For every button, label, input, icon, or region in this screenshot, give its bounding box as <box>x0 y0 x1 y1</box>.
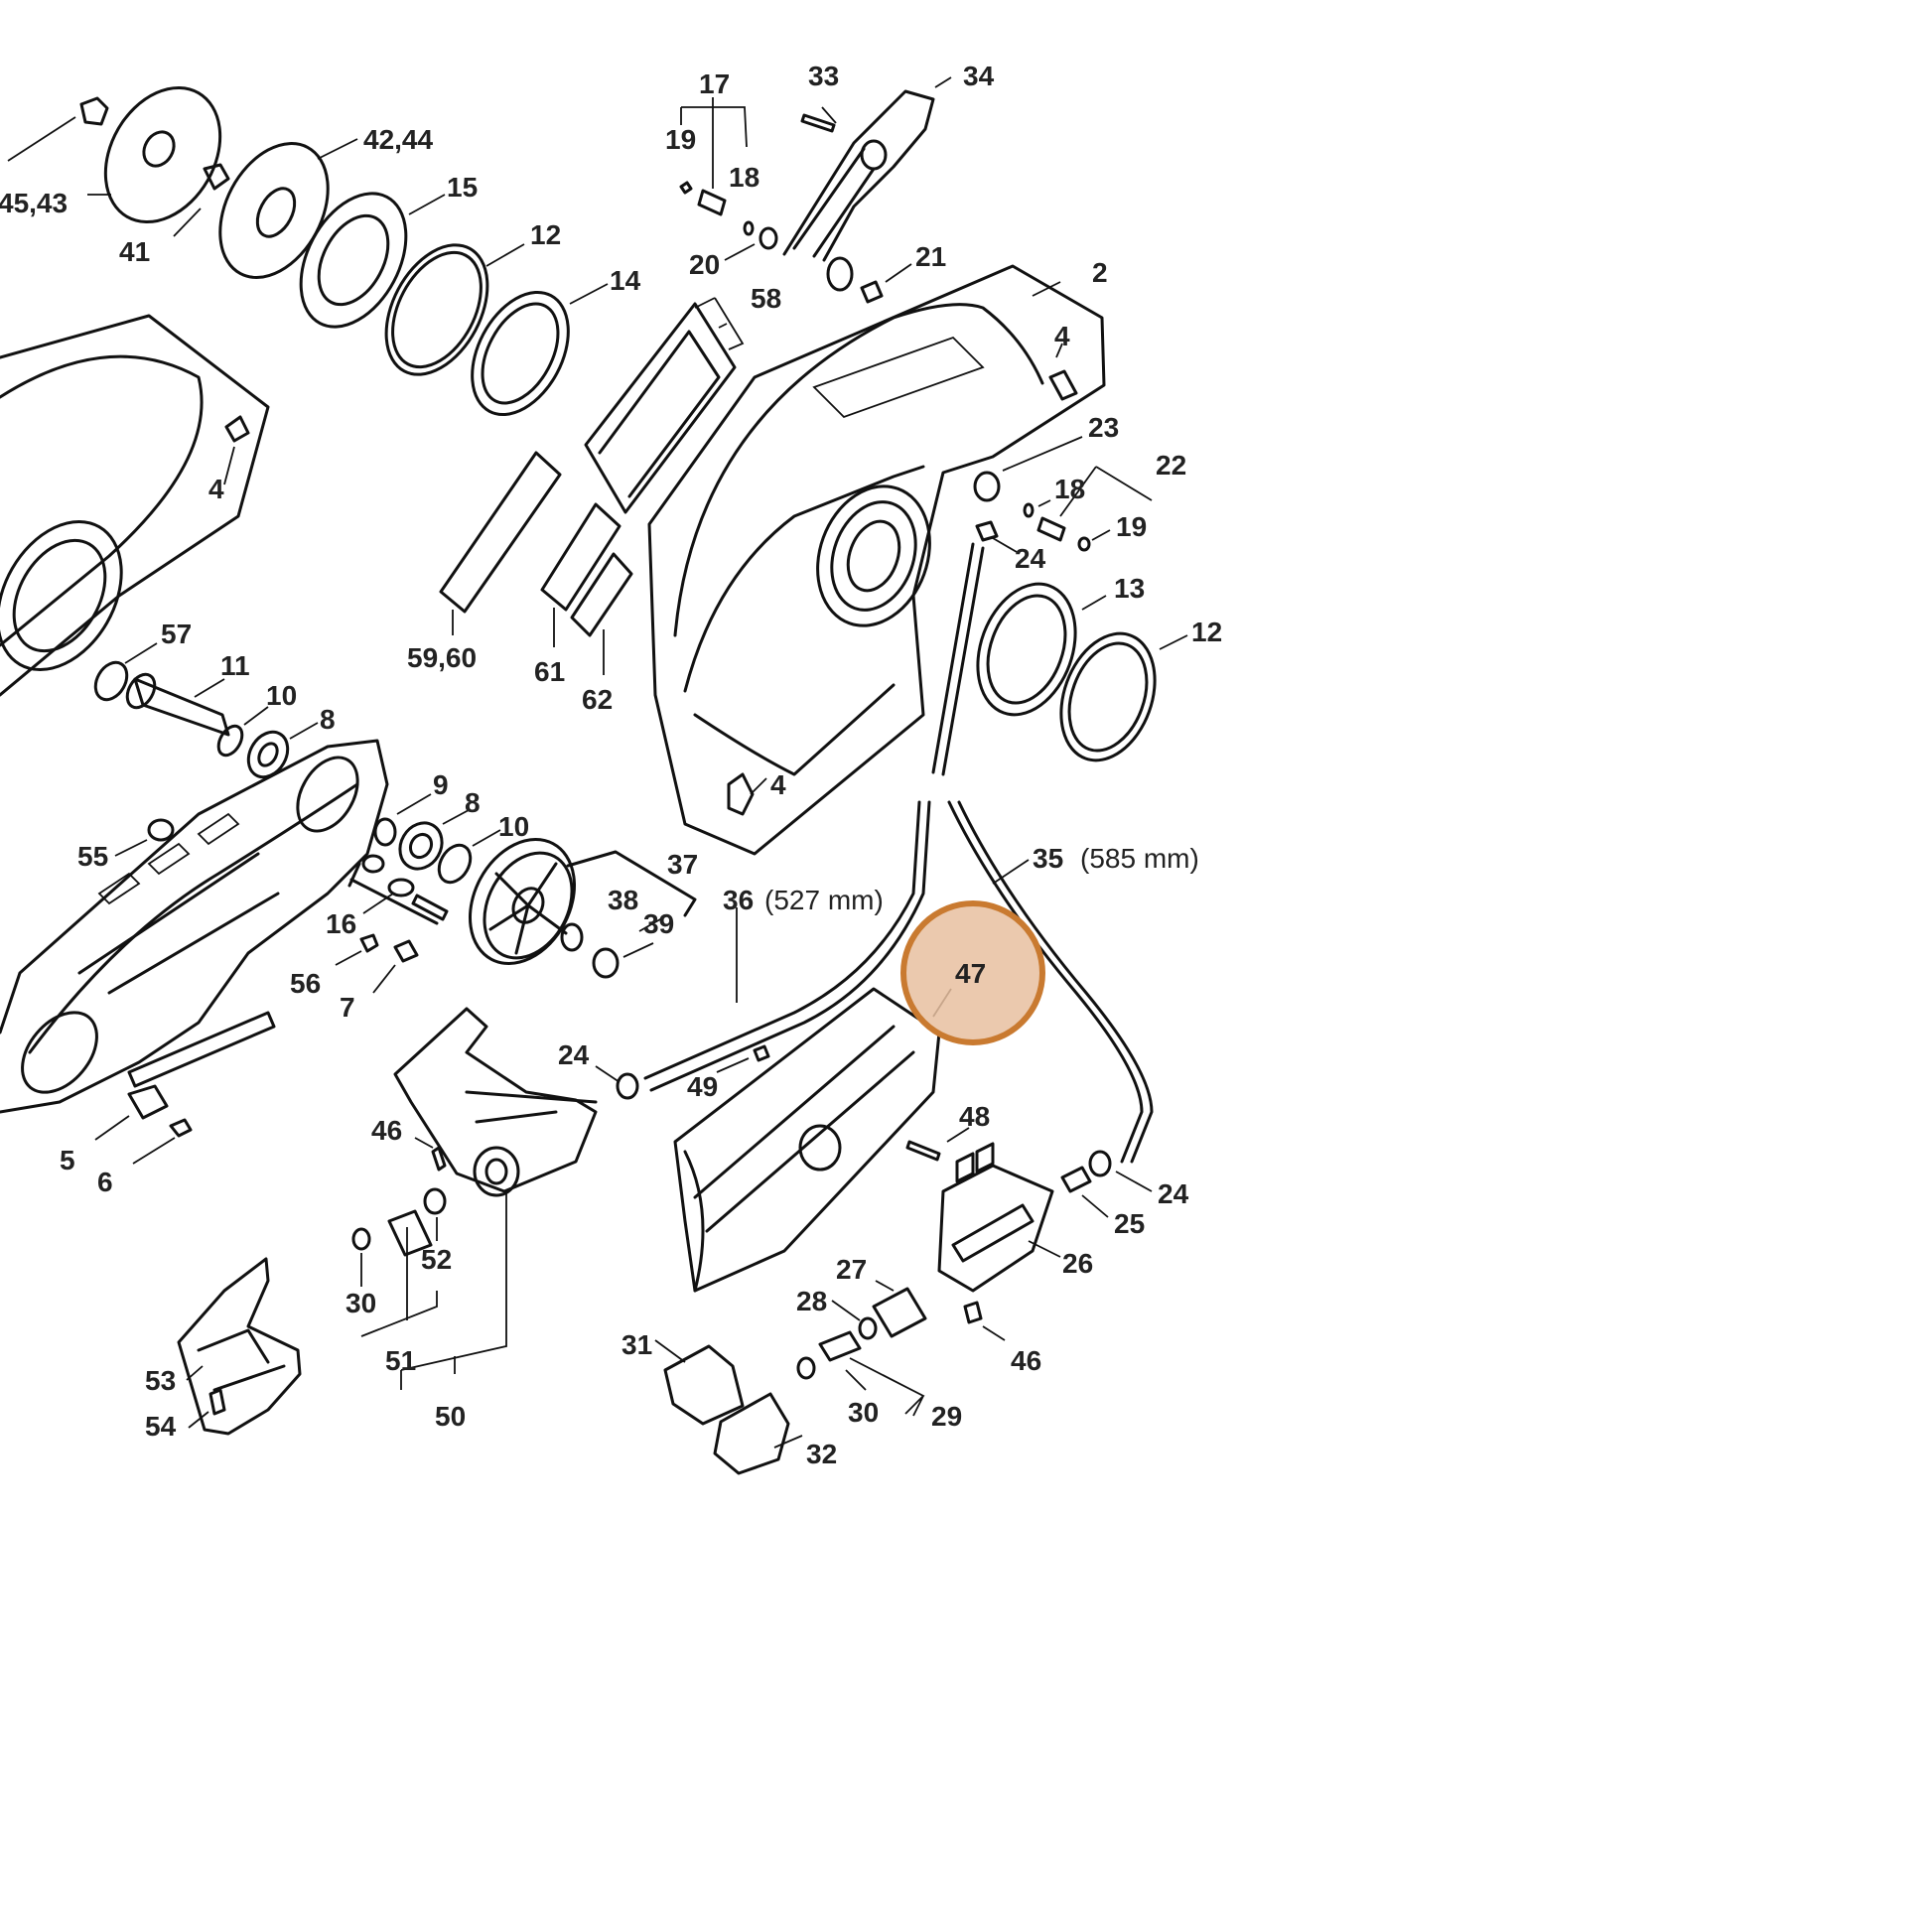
label-59-60: 59,60 <box>407 642 477 673</box>
label-21: 21 <box>915 241 946 272</box>
label-27: 27 <box>836 1254 867 1285</box>
label-9: 9 <box>433 769 449 800</box>
label-53: 53 <box>145 1365 176 1396</box>
label-4: 4 <box>208 474 224 504</box>
label-35-length: (585 mm) <box>1080 843 1199 874</box>
flange-assembly <box>7 85 609 417</box>
label-38: 38 <box>608 885 638 915</box>
label-42-44: 42,44 <box>363 124 433 155</box>
label-18: 18 <box>729 162 759 193</box>
label-45-43: 45,43 <box>0 188 68 218</box>
main-cover <box>0 739 389 1114</box>
label-26: 26 <box>1062 1248 1093 1279</box>
label-47: 47 <box>955 958 986 989</box>
label-10-b: 10 <box>498 811 529 842</box>
pump-housing <box>351 1007 598 1390</box>
label-29: 29 <box>931 1401 962 1432</box>
label-52: 52 <box>421 1244 452 1275</box>
label-19-b: 19 <box>1116 511 1147 542</box>
label-36: 36 <box>723 885 754 915</box>
label-23: 23 <box>1088 412 1119 443</box>
highlight-circle[interactable] <box>900 900 1045 1045</box>
valve-parts <box>905 1127 1109 1341</box>
blade-guard <box>647 264 1106 856</box>
label-49: 49 <box>687 1071 718 1102</box>
pulley-assembly <box>468 838 697 979</box>
label-12-b: 12 <box>1191 617 1222 647</box>
tension-arm <box>679 76 952 304</box>
label-7: 7 <box>340 992 355 1023</box>
shaft-assembly <box>93 642 319 779</box>
label-35: 35 <box>1033 843 1063 874</box>
label-39: 39 <box>643 908 674 939</box>
label-57: 57 <box>161 619 192 649</box>
label-62: 62 <box>582 684 613 715</box>
label-17: 17 <box>699 69 730 99</box>
water-tubes <box>595 800 1154 1192</box>
part-labels: 45,43 41 42,44 15 12 14 4 57 11 10 8 9 8… <box>0 61 1222 1469</box>
small-parts-left <box>94 793 501 1165</box>
label-51: 51 <box>385 1345 416 1376</box>
rings-right <box>976 582 1188 762</box>
label-16: 16 <box>326 908 356 939</box>
label-5: 5 <box>60 1145 75 1175</box>
label-30-b: 30 <box>848 1397 879 1428</box>
label-6: 6 <box>97 1167 113 1197</box>
label-24-c: 24 <box>1158 1178 1189 1209</box>
label-24-b: 24 <box>558 1039 590 1070</box>
label-31: 31 <box>621 1329 652 1360</box>
label-61: 61 <box>534 656 565 687</box>
label-13: 13 <box>1114 573 1145 604</box>
label-14: 14 <box>610 265 641 296</box>
highlight-marker-47[interactable]: 47 <box>900 900 1045 1045</box>
label-10: 10 <box>266 680 297 711</box>
label-50: 50 <box>435 1401 466 1432</box>
label-33: 33 <box>808 61 839 91</box>
label-2: 2 <box>1092 257 1108 288</box>
label-58: 58 <box>751 283 781 314</box>
label-36-length: (527 mm) <box>764 885 884 915</box>
label-46-b: 46 <box>1011 1345 1041 1376</box>
label-25: 25 <box>1114 1208 1145 1239</box>
drive-cover <box>673 987 952 1293</box>
label-32: 32 <box>806 1439 837 1469</box>
label-8-b: 8 <box>465 787 481 818</box>
label-15: 15 <box>447 172 478 203</box>
label-18-b: 18 <box>1054 474 1085 504</box>
label-41: 41 <box>119 236 150 267</box>
left-housing-cover <box>0 314 270 697</box>
label-56: 56 <box>290 968 321 999</box>
label-48: 48 <box>959 1101 990 1132</box>
label-55: 55 <box>77 841 108 872</box>
label-30: 30 <box>345 1288 376 1318</box>
label-19: 19 <box>665 124 696 155</box>
label-34: 34 <box>963 61 995 91</box>
label-4-b: 4 <box>1054 321 1070 351</box>
bracket <box>177 1257 302 1436</box>
label-20: 20 <box>689 249 720 280</box>
label-4-c: 4 <box>770 769 786 800</box>
label-22: 22 <box>1156 450 1186 481</box>
label-46: 46 <box>371 1115 402 1146</box>
label-12: 12 <box>530 219 561 250</box>
decals <box>439 297 745 675</box>
label-24: 24 <box>1015 543 1046 574</box>
nozzle-parts-top <box>931 436 1153 776</box>
label-54: 54 <box>145 1411 177 1442</box>
label-11: 11 <box>220 650 250 681</box>
label-8: 8 <box>320 704 336 735</box>
label-28: 28 <box>796 1286 827 1316</box>
coupling-parts <box>654 1280 927 1475</box>
label-37: 37 <box>667 849 698 880</box>
